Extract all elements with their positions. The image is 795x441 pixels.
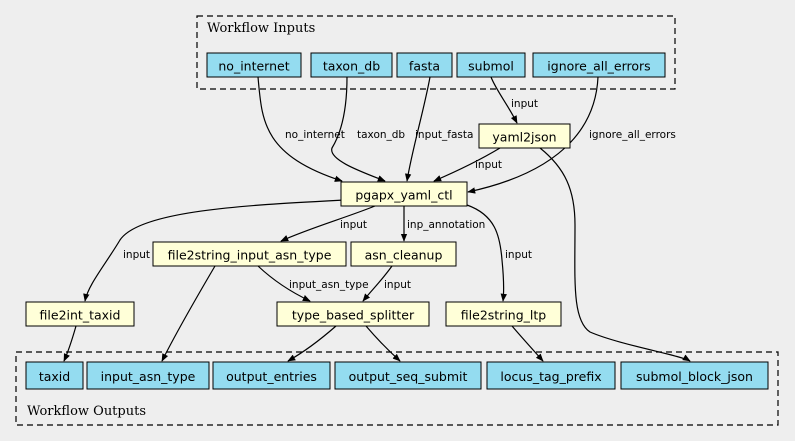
cluster-workflow-inputs: Workflow Inputs — [196, 15, 676, 90]
edge-label-submol-to-yaml2json: input — [511, 98, 538, 110]
node-box — [532, 52, 666, 78]
node-box — [456, 52, 526, 78]
edge-pgapx_yaml_ctl-to-file2int_taxid — [83, 199, 346, 302]
edge-label-yaml2json-to-pgapx_yaml_ctl: input — [475, 159, 502, 171]
edge-file2string_input_asn_type-to-input_asn_type — [161, 265, 216, 362]
node-label: fasta — [409, 59, 440, 74]
node-input-asn-type[interactable]: input_asn_type — [86, 361, 210, 390]
edge-label-fasta-to-pgapx_yaml_ctl: input_fasta — [415, 129, 473, 141]
node-label: taxon_db — [323, 59, 380, 74]
edge-label-no_internet-to-pgapx_yaml_ctl: no_internet — [285, 129, 345, 141]
edge-label-file2string_input_asn_type-to-type_based_splitter: input_asn_type — [289, 279, 369, 291]
node-box — [152, 241, 347, 267]
node-box — [396, 52, 453, 78]
node-box — [25, 361, 84, 390]
node-no-internet[interactable]: no_internet — [206, 52, 302, 78]
node-file2int-taxid[interactable]: file2int_taxid — [25, 301, 135, 327]
node-output-seq-submit[interactable]: output_seq_submit — [334, 361, 482, 390]
edge-type_based_splitter-to-output_entries — [287, 325, 337, 362]
edge-pgapx_yaml_ctl-to-file2string_ltp — [466, 204, 507, 302]
node-box — [25, 301, 135, 327]
node-submol-block-json[interactable]: submol_block_json — [620, 361, 769, 390]
edge-type_based_splitter-to-output_seq_submit — [365, 325, 401, 362]
node-file2string-input-asn-type[interactable]: file2string_input_asn_type — [152, 241, 347, 267]
cluster-inputs-label: Workflow Inputs — [207, 21, 315, 36]
node-label: output_entries — [226, 369, 317, 384]
edge-label-ignore_all_errors-to-pgapx_yaml_ctl: ignore_all_errors — [589, 129, 676, 141]
node-submol[interactable]: submol — [456, 52, 526, 78]
node-locus-tag-prefix[interactable]: locus_tag_prefix — [486, 361, 616, 390]
cluster-workflow-outputs: Workflow Outputs — [15, 351, 779, 426]
node-label: submol — [468, 59, 514, 74]
node-box — [86, 361, 210, 390]
edge-label-pgapx_yaml_ctl-to-asn_cleanup: inp_annotation — [407, 219, 485, 231]
edge-label-pgapx_yaml_ctl-to-file2string_ltp: input — [505, 249, 532, 261]
node-label: asn_cleanup — [365, 248, 443, 263]
node-box — [276, 301, 430, 327]
edge-fasta-to-pgapx_yaml_ctl — [404, 76, 431, 182]
node-box — [206, 52, 302, 78]
node-box — [445, 301, 562, 327]
node-label: file2string_input_asn_type — [168, 248, 332, 263]
edge-label-pgapx_yaml_ctl-to-file2string_input_asn_type: input — [340, 219, 367, 231]
edge-taxon_db-to-pgapx_yaml_ctl — [331, 76, 386, 182]
node-label: file2int_taxid — [40, 308, 121, 323]
edge-yaml2json-to-pgapx_yaml_ctl — [433, 147, 501, 182]
node-ignore-all-errors[interactable]: ignore_all_errors — [532, 52, 666, 78]
node-box — [212, 361, 331, 390]
edge-file2string_input_asn_type-to-type_based_splitter — [257, 265, 311, 302]
node-box — [478, 123, 571, 149]
node-yaml2json[interactable]: yaml2json — [478, 123, 571, 149]
edge-no_internet-to-pgapx_yaml_ctl — [257, 76, 343, 182]
node-label: pgapx_yaml_ctl — [355, 188, 452, 203]
node-box — [310, 52, 393, 78]
node-label: locus_tag_prefix — [500, 369, 601, 384]
node-box — [620, 361, 769, 390]
node-box — [340, 181, 468, 207]
node-label: input_asn_type — [101, 369, 196, 384]
node-file2string-ltp[interactable]: file2string_ltp — [445, 301, 562, 327]
node-pgapx-yaml-ctl[interactable]: pgapx_yaml_ctl — [340, 181, 468, 207]
edge-file2string_ltp-to-locus_tag_prefix — [511, 325, 544, 362]
cluster-outputs-label: Workflow Outputs — [27, 404, 146, 419]
node-label: taxid — [39, 369, 70, 384]
node-fasta[interactable]: fasta — [396, 52, 453, 78]
node-label: ignore_all_errors — [547, 59, 650, 74]
edge-label-asn_cleanup-to-type_based_splitter: input — [384, 279, 411, 291]
node-label: file2string_ltp — [461, 308, 546, 323]
edge-submol-to-yaml2json — [490, 76, 518, 124]
edge-label-pgapx_yaml_ctl-to-file2int_taxid: input — [123, 249, 150, 261]
node-output-entries[interactable]: output_entries — [212, 361, 331, 390]
node-taxon-db[interactable]: taxon_db — [310, 52, 393, 78]
node-asn-cleanup[interactable]: asn_cleanup — [350, 241, 457, 267]
node-label: no_internet — [218, 59, 289, 74]
edge-asn_cleanup-to-type_based_splitter — [362, 265, 393, 302]
edge-file2int_taxid-to-taxid — [63, 325, 77, 362]
edge-yaml2json-to-submol_block_json — [539, 147, 691, 362]
node-label: submol_block_json — [636, 369, 753, 384]
node-label: yaml2json — [492, 130, 556, 145]
node-label: type_based_splitter — [292, 308, 415, 323]
node-box — [486, 361, 616, 390]
edge-pgapx_yaml_ctl-to-file2string_input_asn_type — [280, 205, 376, 242]
node-label: output_seq_submit — [349, 369, 468, 384]
node-box — [334, 361, 482, 390]
edge-label-taxon_db-to-pgapx_yaml_ctl: taxon_db — [357, 129, 405, 141]
node-taxid[interactable]: taxid — [25, 361, 84, 390]
node-box — [350, 241, 457, 267]
node-type-based-splitter[interactable]: type_based_splitter — [276, 301, 430, 327]
